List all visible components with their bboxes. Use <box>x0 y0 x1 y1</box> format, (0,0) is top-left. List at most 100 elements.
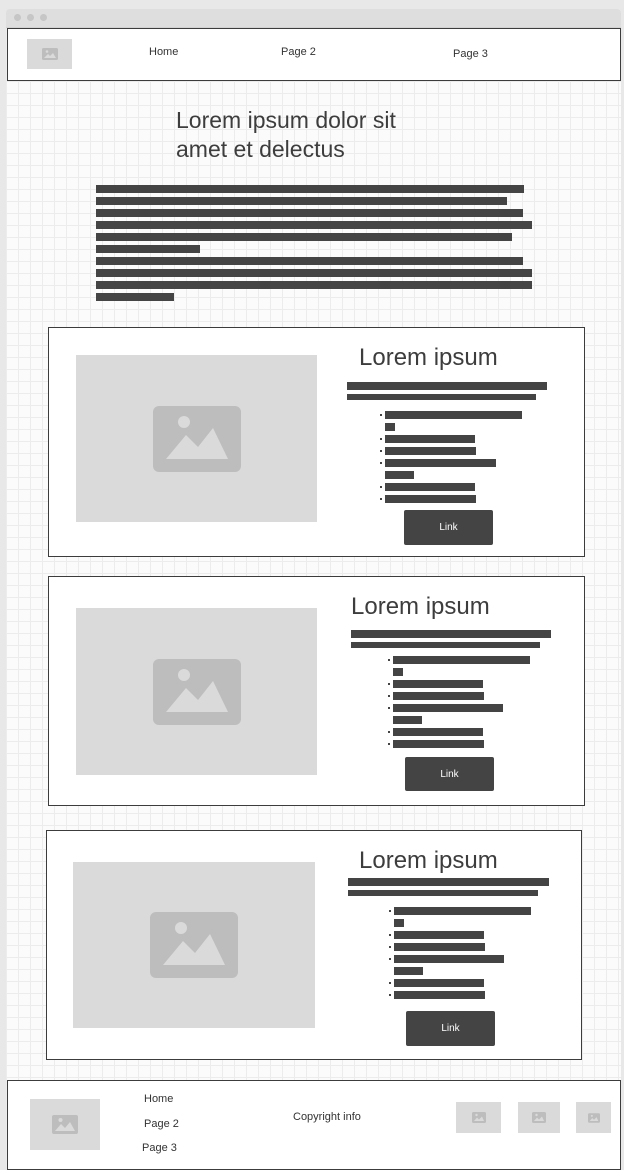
list-item-line <box>393 680 483 688</box>
list-item-line <box>394 931 484 939</box>
footer-logo[interactable] <box>30 1099 100 1150</box>
bullet-dot <box>380 498 382 500</box>
list-item-line <box>385 471 414 479</box>
feature-card-3: Lorem ipsum Link <box>46 830 582 1060</box>
list-item-line <box>385 435 475 443</box>
card-image <box>76 355 317 522</box>
list-item-line <box>385 495 476 503</box>
hero-title: Lorem ipsum dolor sit amet et delectus <box>176 106 476 164</box>
list-item-line <box>394 967 423 975</box>
text-line <box>96 245 200 253</box>
text-line <box>347 394 536 400</box>
nav-logo[interactable] <box>27 39 72 69</box>
nav-link-page-2[interactable]: Page 2 <box>281 46 316 58</box>
footer-link-home[interactable]: Home <box>144 1093 174 1105</box>
card-image <box>76 608 317 775</box>
footer-social-link-2[interactable] <box>518 1102 560 1133</box>
text-line <box>96 209 523 217</box>
bullet-dot <box>388 707 390 709</box>
card-link-button[interactable]: Link <box>404 510 493 545</box>
text-line <box>351 642 540 648</box>
image-placeholder-icon <box>41 48 58 60</box>
text-line <box>96 197 507 205</box>
list-item-line <box>393 716 422 724</box>
footer-social-link-1[interactable] <box>456 1102 501 1133</box>
text-line <box>347 382 547 390</box>
bullet-dot <box>388 731 390 733</box>
bullet-dot <box>380 438 382 440</box>
window-maximize-dot[interactable] <box>40 14 47 21</box>
bullet-dot <box>380 462 382 464</box>
list-item-line <box>385 483 475 491</box>
bullet-dot <box>389 958 391 960</box>
image-placeholder-icon <box>471 1112 486 1123</box>
card-image <box>73 862 315 1028</box>
list-item-line <box>393 740 484 748</box>
list-item-line <box>394 979 484 987</box>
list-item-line <box>393 692 484 700</box>
window-titlebar <box>6 9 621 28</box>
bullet-dot <box>388 743 390 745</box>
bullet-dot <box>389 934 391 936</box>
hero-title-line-2: amet et delectus <box>176 136 345 162</box>
list-item-line <box>394 991 485 999</box>
list-item-line <box>385 411 522 419</box>
list-item-line <box>394 955 504 963</box>
text-line <box>96 293 174 301</box>
bullet-dot <box>380 450 382 452</box>
bullet-dot <box>388 659 390 661</box>
image-placeholder-icon <box>587 1112 600 1123</box>
copyright-text: Copyright info <box>293 1111 361 1123</box>
footer-social-link-3[interactable] <box>576 1102 611 1133</box>
image-placeholder-icon <box>152 658 241 725</box>
text-line <box>348 878 549 886</box>
list-item-line <box>394 943 485 951</box>
card-link-button[interactable]: Link <box>405 757 494 791</box>
image-placeholder-icon <box>152 405 241 472</box>
hero-title-line-1: Lorem ipsum dolor sit <box>176 107 396 133</box>
bullet-dot <box>388 683 390 685</box>
card-link-button[interactable]: Link <box>406 1011 495 1046</box>
text-line <box>348 890 538 896</box>
text-line <box>96 185 524 193</box>
feature-card-2: Lorem ipsum Link <box>48 576 585 806</box>
feature-card-1: Lorem ipsum Link <box>48 327 585 557</box>
bullet-dot <box>389 994 391 996</box>
top-navbar: Home Page 2 Page 3 <box>7 28 621 81</box>
bullet-dot <box>388 695 390 697</box>
browser-window: Home Page 2 Page 3 Lorem ipsum dolor sit… <box>6 9 621 1170</box>
list-item-line <box>393 656 530 664</box>
bullet-dot <box>389 910 391 912</box>
text-line <box>96 269 532 277</box>
footer-link-page-2[interactable]: Page 2 <box>144 1118 179 1130</box>
footer-link-page-3[interactable]: Page 3 <box>142 1142 177 1154</box>
text-line <box>96 221 532 229</box>
list-item-line <box>394 907 531 915</box>
text-line <box>96 233 512 241</box>
list-item-line <box>394 919 404 927</box>
image-placeholder-icon <box>52 1115 78 1134</box>
list-item-line <box>393 668 403 676</box>
bullet-dot <box>389 946 391 948</box>
list-item-line <box>385 423 395 431</box>
text-line <box>96 257 523 265</box>
bullet-dot <box>380 414 382 416</box>
page-footer: Home Page 2 Page 3 Copyright info <box>7 1080 621 1170</box>
card-title: Lorem ipsum <box>351 593 490 620</box>
bullet-dot <box>380 486 382 488</box>
nav-link-page-3[interactable]: Page 3 <box>453 48 488 60</box>
list-item-line <box>393 704 503 712</box>
window-close-dot[interactable] <box>14 14 21 21</box>
card-title: Lorem ipsum <box>359 847 498 874</box>
list-item-line <box>393 728 483 736</box>
window-minimize-dot[interactable] <box>27 14 34 21</box>
image-placeholder-icon <box>532 1112 546 1123</box>
image-placeholder-icon <box>150 912 238 978</box>
nav-link-home[interactable]: Home <box>149 46 179 58</box>
bullet-dot <box>389 982 391 984</box>
list-item-line <box>385 459 496 467</box>
list-item-line <box>385 447 476 455</box>
card-title: Lorem ipsum <box>359 344 498 371</box>
text-line <box>351 630 551 638</box>
text-line <box>96 281 532 289</box>
